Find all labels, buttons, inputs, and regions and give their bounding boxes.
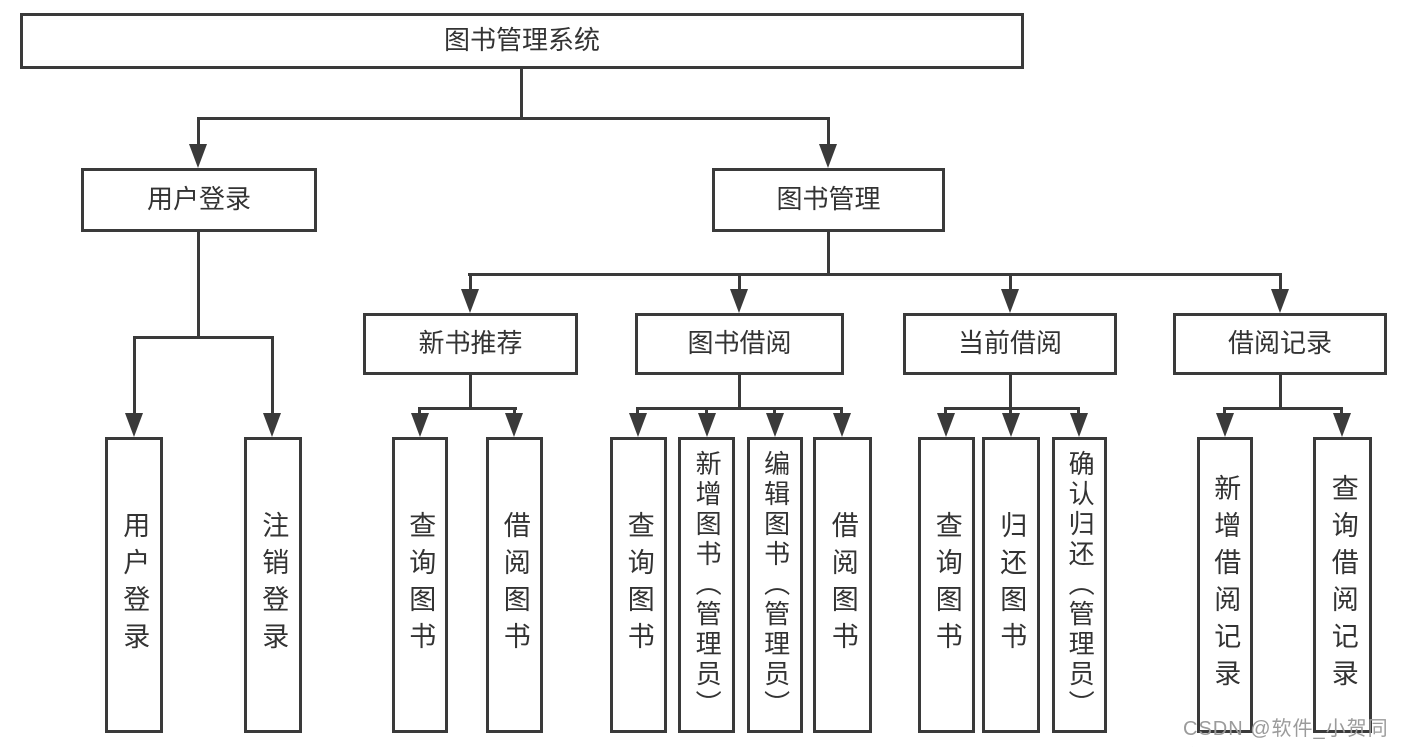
- connector-book-mgmt-bar: [468, 273, 1282, 276]
- node-leaf-add-book-admin: 新增图书（管理员）: [678, 437, 735, 733]
- connector-stem: [418, 407, 421, 415]
- connector-user-login-bar: [133, 336, 274, 339]
- connector-stem-borrow-records: [1279, 273, 1282, 291]
- connector-stem: [1223, 407, 1226, 415]
- arrow-down-icon: [833, 413, 851, 437]
- arrow-down-icon: [698, 413, 716, 437]
- arrow-down-icon: [819, 144, 837, 168]
- connector-borrow-records-trunk: [1279, 375, 1282, 410]
- arrow-down-icon: [629, 413, 647, 437]
- node-leaf-edit-book-admin: 编辑图书（管理员）: [747, 437, 803, 733]
- connector-stem-user-login: [197, 117, 200, 148]
- node-leaf-query-books-1: 查询图书: [392, 437, 448, 733]
- node-leaf-add-borrow-record: 新增借阅记录: [1197, 437, 1253, 733]
- node-leaf-logout: 注销登录: [244, 437, 302, 733]
- connector-book-borrow-bar: [636, 407, 843, 410]
- arrow-down-icon: [411, 413, 429, 437]
- connector-stem-logout-leaf: [271, 336, 274, 415]
- arrow-down-icon: [1002, 413, 1020, 437]
- arrow-down-icon: [1216, 413, 1234, 437]
- node-current-borrow: 当前借阅: [903, 313, 1117, 375]
- connector-stem: [1077, 407, 1080, 415]
- node-leaf-borrow-books-1: 借阅图书: [486, 437, 543, 733]
- connector-root-trunk: [520, 69, 523, 120]
- connector-current-borrow-bar: [944, 407, 1080, 410]
- connector-stem: [636, 407, 639, 415]
- node-leaf-query-books-3: 查询图书: [918, 437, 975, 733]
- connector-stem-login-leaf: [133, 336, 136, 415]
- node-leaf-return-books: 归还图书: [982, 437, 1040, 733]
- node-user-login: 用户登录: [81, 168, 317, 232]
- arrow-down-icon: [505, 413, 523, 437]
- csdn-watermark: CSDN @软件_小贺同学: [1183, 718, 1389, 740]
- connector-stem: [773, 407, 776, 415]
- connector-root-bar: [197, 117, 830, 120]
- node-leaf-query-borrow-record: 查询借阅记录: [1313, 437, 1372, 733]
- node-book-borrow: 图书借阅: [635, 313, 844, 375]
- connector-book-borrow-trunk: [738, 375, 741, 410]
- connector-stem-new-book: [469, 273, 472, 291]
- arrow-down-icon: [730, 289, 748, 313]
- arrow-down-icon: [189, 144, 207, 168]
- connector-stem: [513, 407, 516, 415]
- connector-user-login-trunk: [197, 232, 200, 339]
- arrow-down-icon: [461, 289, 479, 313]
- connector-stem: [705, 407, 708, 415]
- connector-current-borrow-trunk: [1009, 375, 1012, 410]
- connector-book-mgmt-trunk: [827, 232, 830, 276]
- node-new-book-recommend: 新书推荐: [363, 313, 578, 375]
- connector-stem: [944, 407, 947, 415]
- node-leaf-borrow-books-2: 借阅图书: [813, 437, 872, 733]
- connector-stem-book-borrow: [738, 273, 741, 291]
- node-leaf-user-login: 用户登录: [105, 437, 163, 733]
- arrow-down-icon: [766, 413, 784, 437]
- node-library-management-system: 图书管理系统: [20, 13, 1024, 69]
- connector-stem: [840, 407, 843, 415]
- connector-new-book-trunk: [469, 375, 472, 410]
- node-book-management: 图书管理: [712, 168, 945, 232]
- arrow-down-icon: [1333, 413, 1351, 437]
- connector-stem: [1340, 407, 1343, 415]
- connector-stem: [1009, 407, 1012, 415]
- connector-stem-current-borrow: [1009, 273, 1012, 291]
- node-leaf-query-books-2: 查询图书: [610, 437, 667, 733]
- arrow-down-icon: [1070, 413, 1088, 437]
- arrow-down-icon: [1001, 289, 1019, 313]
- node-leaf-confirm-return-admin: 确认归还（管理员）: [1052, 437, 1107, 733]
- arrow-down-icon: [263, 413, 281, 437]
- connector-new-book-bar: [418, 407, 517, 410]
- arrow-down-icon: [1271, 289, 1289, 313]
- arrow-down-icon: [125, 413, 143, 437]
- connector-borrow-records-bar: [1223, 407, 1343, 410]
- node-borrow-records: 借阅记录: [1173, 313, 1387, 375]
- arrow-down-icon: [937, 413, 955, 437]
- connector-stem-book-mgmt: [827, 117, 830, 148]
